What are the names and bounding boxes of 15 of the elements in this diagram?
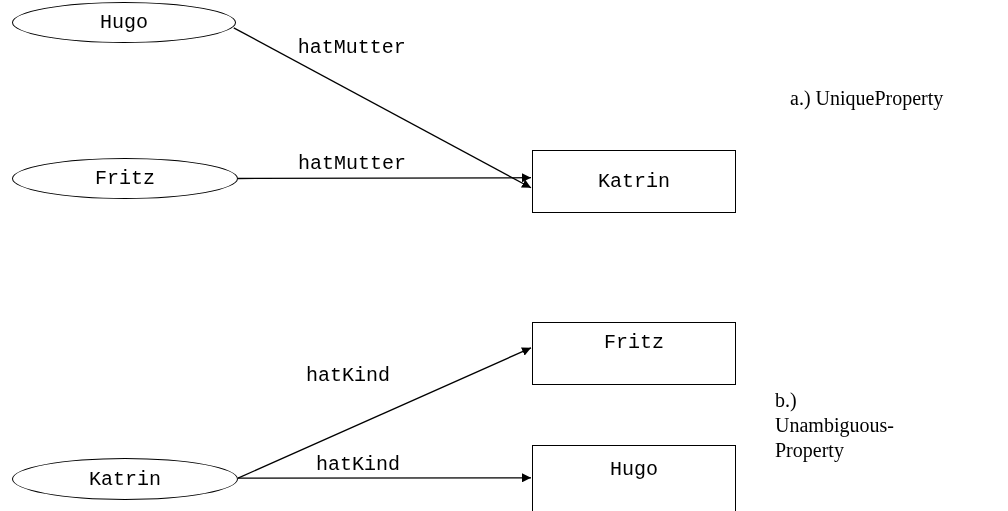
node-label: Katrin: [598, 170, 670, 193]
caption-note: a.) UniqueProperty: [790, 86, 945, 111]
node-label: Hugo: [610, 458, 658, 481]
arrow: [237, 473, 532, 483]
node-label: Katrin: [89, 467, 161, 491]
box-node: [532, 150, 736, 213]
arrow: [237, 173, 532, 183]
node-label: Fritz: [604, 331, 664, 354]
arrow: [233, 27, 532, 189]
node-label: Fritz: [95, 167, 155, 190]
box-node: [532, 322, 736, 385]
arrow: [237, 347, 532, 479]
node-label: Hugo: [100, 11, 148, 34]
caption-note: b.) Unambiguous- Property: [775, 388, 895, 463]
box-node: [532, 445, 736, 511]
